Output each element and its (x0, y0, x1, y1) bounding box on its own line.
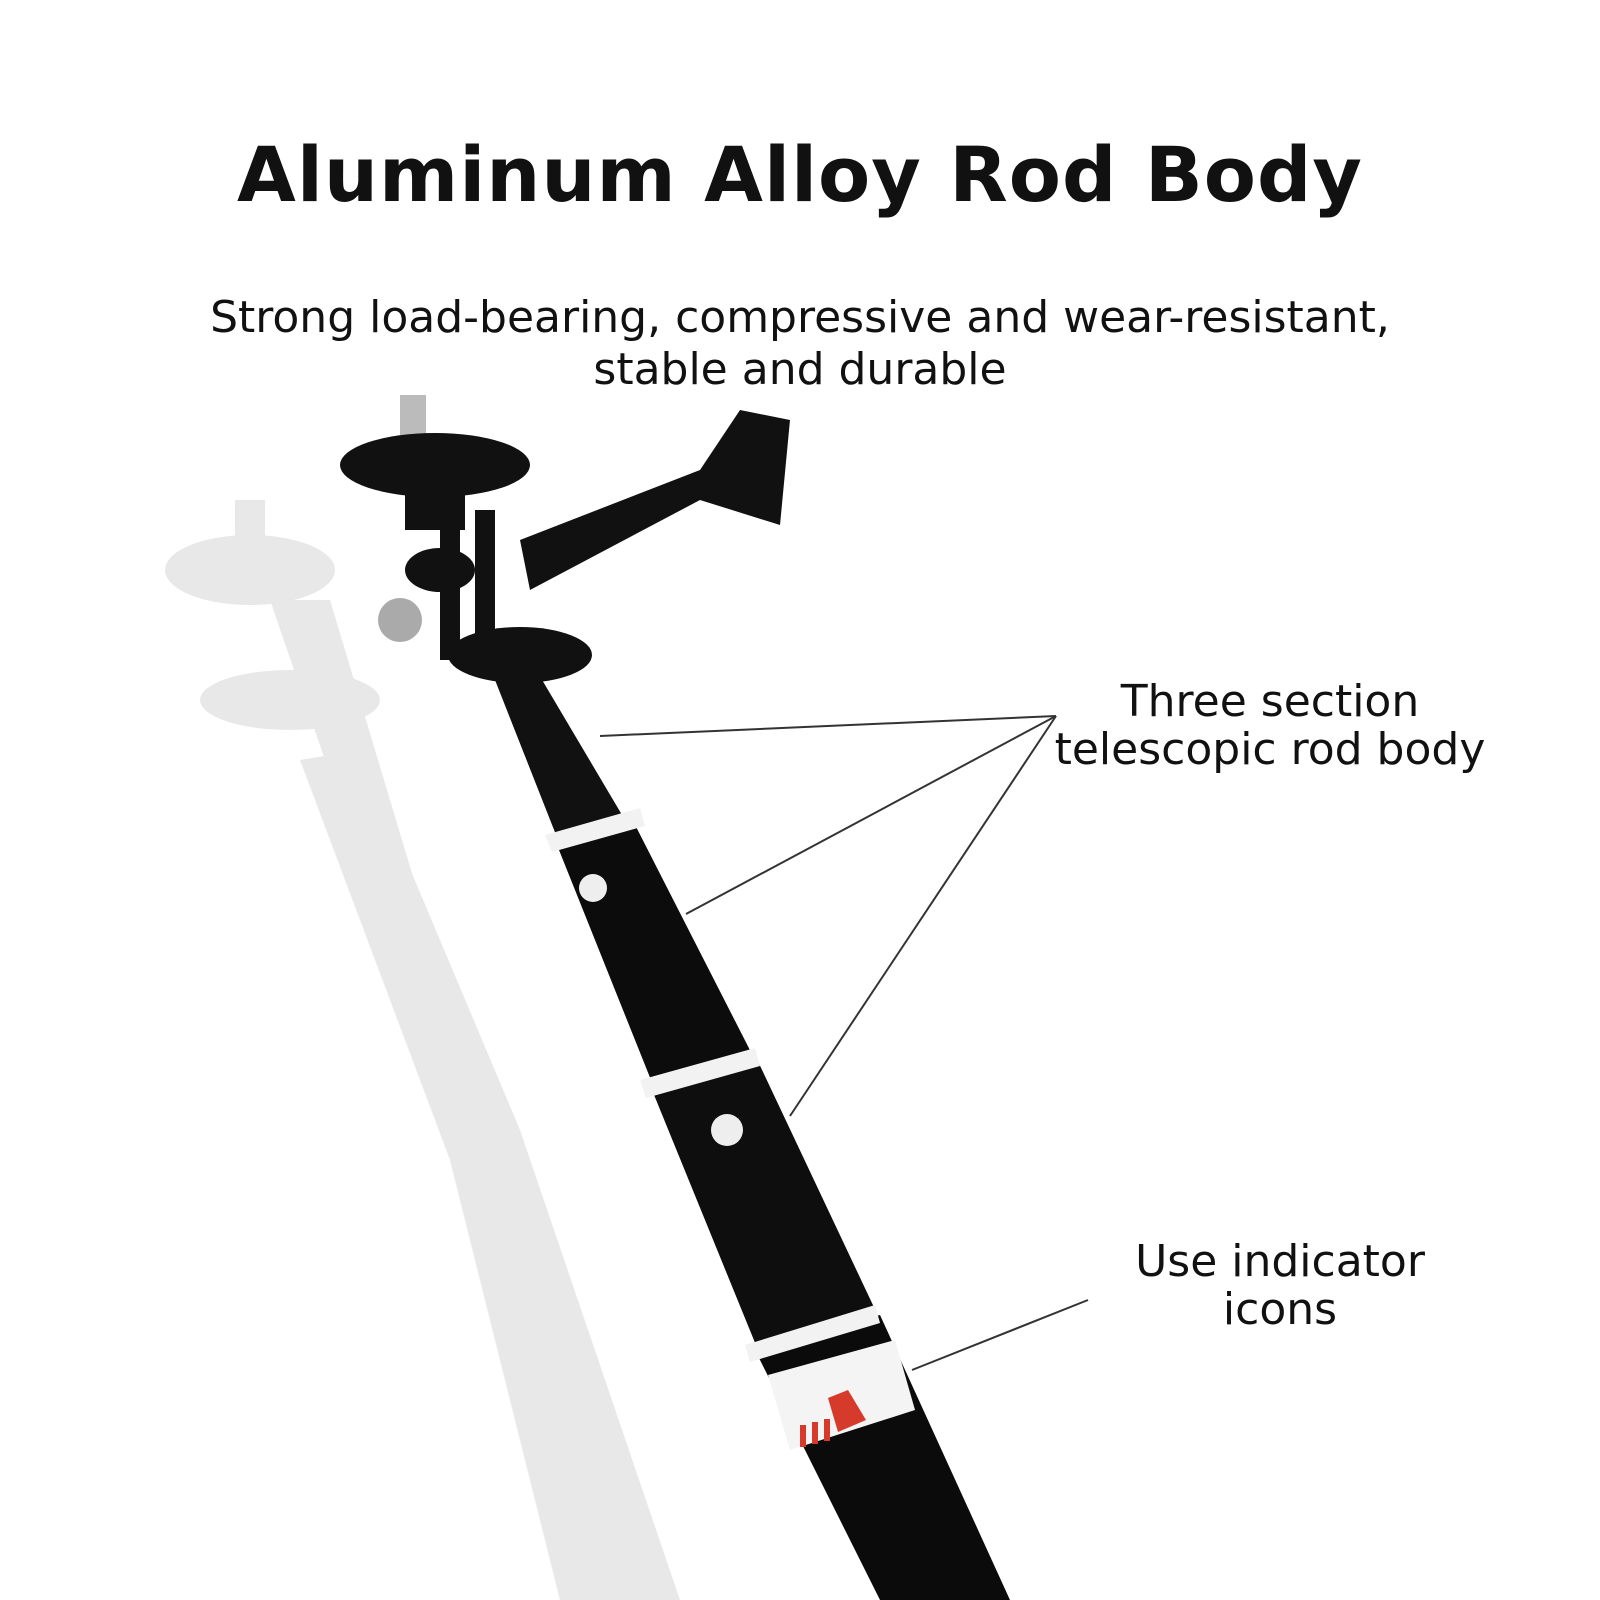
callout-line: Use indicator (1135, 1236, 1425, 1287)
lock-button (711, 1114, 743, 1146)
section-ring (745, 1305, 880, 1362)
callout-lines (599, 715, 1089, 1371)
lock-button (579, 874, 607, 902)
callout-indicator-icons: Use indicator icons (1110, 1238, 1450, 1334)
subtitle: Strong load-bearing, compressive and wea… (0, 292, 1600, 396)
screw-icon (400, 395, 426, 440)
rod-shadow (165, 500, 680, 1600)
section-ring (545, 808, 645, 852)
camera-mount (340, 395, 790, 683)
page-title: Aluminum Alloy Rod Body (237, 130, 1363, 219)
subtitle-line: Strong load-bearing, compressive and wea… (210, 292, 1390, 343)
subtitle-line: stable and durable (593, 344, 1007, 395)
callout-line: Three section (1120, 676, 1420, 727)
callout-line: icons (1222, 1284, 1338, 1335)
section-ring (640, 1048, 760, 1098)
callout-telescopic-rod: Three section telescopic rod body (1040, 678, 1500, 774)
indicator-sticker (768, 1340, 915, 1450)
callout-line: telescopic rod body (1054, 724, 1486, 775)
rod (495, 668, 1010, 1600)
